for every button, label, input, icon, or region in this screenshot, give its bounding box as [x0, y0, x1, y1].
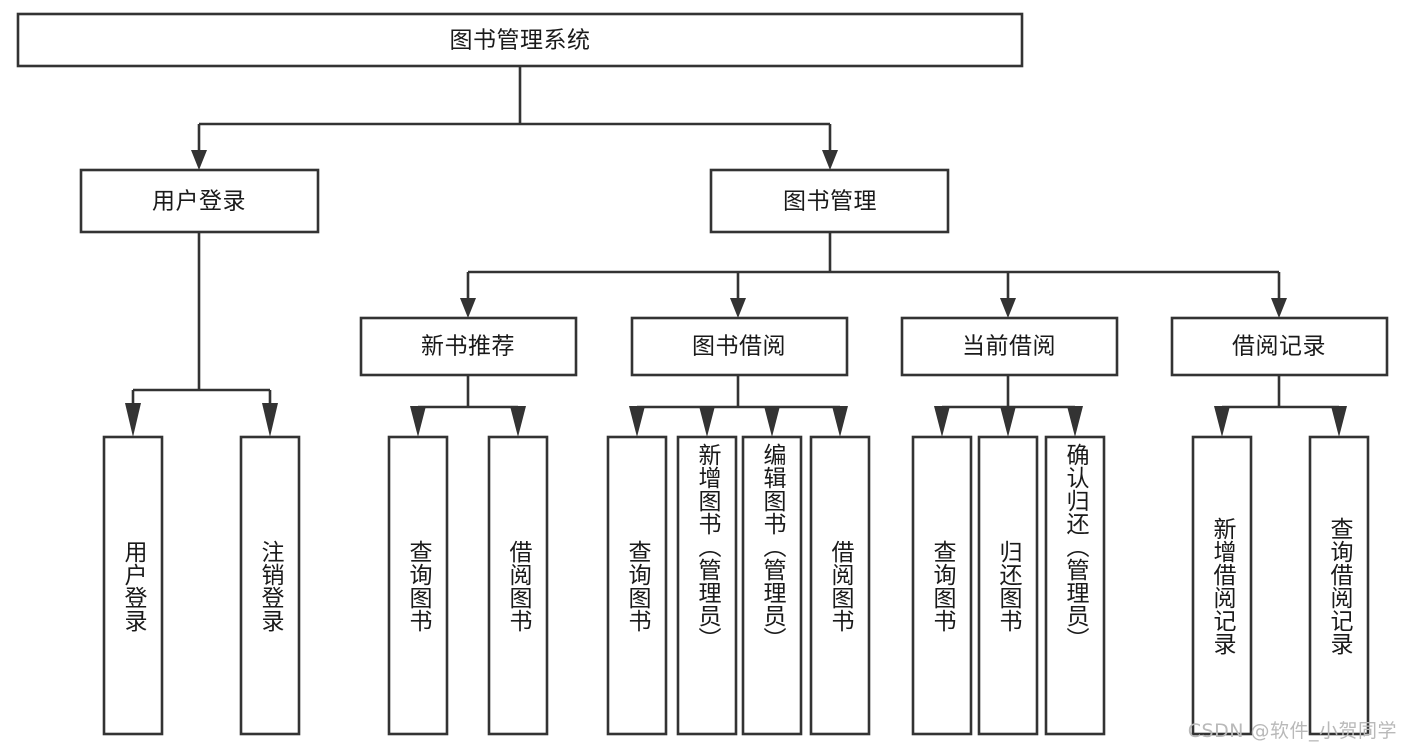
arrow-to-user-login	[191, 150, 207, 170]
leaf-box-current-borrow-3[interactable]	[1044, 435, 1106, 736]
user-login-box[interactable]	[79, 168, 320, 234]
arrow-to-current-borrow	[1000, 298, 1016, 318]
new-book-recommend-box[interactable]	[359, 316, 578, 377]
book-manage-box[interactable]	[709, 168, 950, 234]
node-current-borrow[interactable]: 当前借阅	[900, 316, 1119, 377]
arrow-new-book-leaf-2	[510, 406, 526, 437]
arrow-borrow-record-leaf-1	[1214, 406, 1230, 437]
book-borrow-box[interactable]	[630, 316, 849, 377]
leaf-box-user-login-2[interactable]	[239, 435, 301, 736]
book-borrow-label: 图书借阅	[692, 334, 786, 360]
node-borrow-record[interactable]: 借阅记录	[1170, 316, 1389, 377]
leaf-box-new-book-2[interactable]	[487, 435, 549, 736]
new-book-recommend-label: 新书推荐	[421, 334, 515, 360]
arrow-user-login-leaf-1	[125, 403, 141, 437]
csdn-watermark: CSDN @软件_小贺同学	[1187, 720, 1397, 742]
node-new-book-recommend[interactable]: 新书推荐	[359, 316, 578, 377]
arrow-borrow-leaf-4	[832, 406, 848, 437]
arrow-borrow-leaf-2	[699, 406, 715, 437]
arrow-current-borrow-leaf-1	[934, 406, 950, 437]
node-user-login[interactable]: 用户登录	[79, 168, 320, 234]
borrow-record-label: 借阅记录	[1232, 334, 1326, 360]
root-box[interactable]	[16, 12, 1024, 68]
leaf-box-borrow-2[interactable]	[676, 435, 738, 736]
leaf-box-borrow-3[interactable]	[741, 435, 803, 736]
book-manage-label: 图书管理	[783, 189, 877, 215]
leaf-box-new-book-1[interactable]	[387, 435, 449, 736]
current-borrow-label: 当前借阅	[962, 334, 1056, 360]
leaf-box-current-borrow-1[interactable]	[911, 435, 973, 736]
arrow-borrow-leaf-3	[764, 406, 780, 437]
current-borrow-box[interactable]	[900, 316, 1119, 377]
leaf-box-user-login-1[interactable]	[102, 435, 164, 736]
leaf-box-borrow-1[interactable]	[606, 435, 668, 736]
arrow-borrow-record-leaf-2	[1331, 406, 1347, 437]
arrow-new-book-leaf-1	[410, 406, 426, 437]
leaf-box-borrow-record-2[interactable]	[1308, 435, 1370, 736]
arrow-to-borrow-record	[1271, 298, 1287, 318]
arrow-current-borrow-leaf-3	[1067, 406, 1083, 437]
leaf-box-current-borrow-2[interactable]	[977, 435, 1039, 736]
arrow-to-new-book	[460, 298, 476, 318]
arrow-to-borrow	[730, 298, 746, 318]
arrow-borrow-leaf-1	[629, 406, 645, 437]
arrow-current-borrow-leaf-2	[1000, 406, 1016, 437]
connectors-group	[125, 66, 1347, 437]
leaf-boxes-group	[102, 435, 1370, 736]
root-label: 图书管理系统	[450, 28, 591, 54]
borrow-record-box[interactable]	[1170, 316, 1389, 377]
node-book-borrow[interactable]: 图书借阅	[630, 316, 849, 377]
node-book-manage[interactable]: 图书管理	[709, 168, 950, 234]
node-root[interactable]: 图书管理系统	[16, 12, 1024, 68]
leaf-box-borrow-4[interactable]	[809, 435, 871, 736]
user-login-label: 用户登录	[152, 189, 246, 215]
arrow-to-book-manage	[822, 150, 838, 170]
arrow-user-login-leaf-2	[262, 403, 278, 437]
leaf-box-borrow-record-1[interactable]	[1191, 435, 1253, 736]
